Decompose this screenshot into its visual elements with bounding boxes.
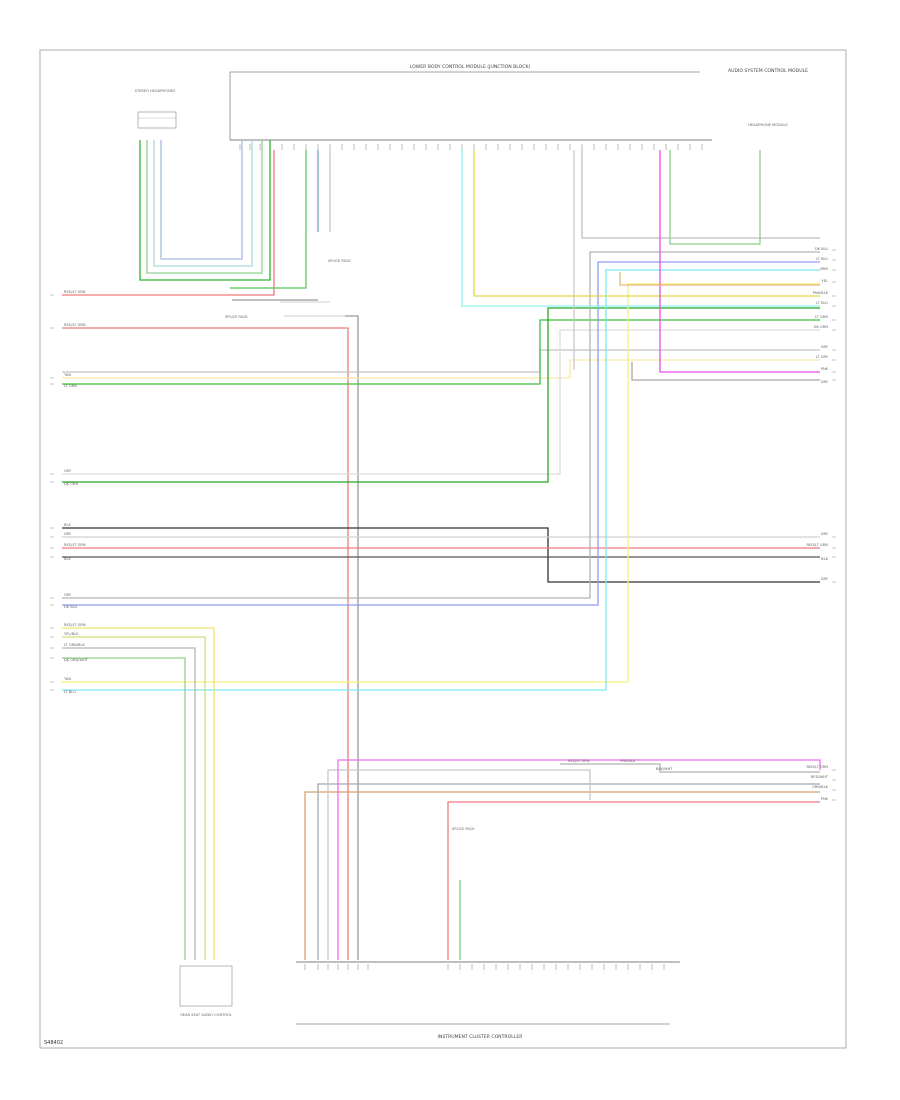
right-wire-label: RED/WHT: [811, 775, 829, 779]
vertical-trunk-wires: [62, 150, 359, 960]
diagram-frame: [39, 49, 847, 1049]
rear-seat-audio-label: REAR SEAT AUDIO CONTROL: [180, 1013, 231, 1017]
audio-module-label: AUDIO SYSTEM CONTROL MODULE: [728, 68, 808, 74]
right-wire-label: DK BLU: [815, 247, 829, 251]
left-wire-label: TAN: [63, 677, 71, 681]
bottom-wire-label: PNK/BLK: [620, 759, 636, 763]
left-wire-label: RED/LT GRN: [64, 323, 86, 327]
headphones-label: STEREO HEADPHONES: [135, 89, 176, 93]
bottom-wire-group: [304, 759, 821, 960]
left-wire-label: RED/LT GRN: [64, 543, 86, 547]
wire-green-splice: [230, 150, 307, 289]
right-wire-label: LT GRN: [815, 315, 828, 319]
left-wire-label: GRY: [64, 593, 72, 597]
headphone-wire-bundle: [139, 140, 271, 281]
right-wire-label: YEL: [822, 279, 828, 283]
right-wire-label: RED/LT GRN: [806, 765, 828, 769]
right-wire-label: PNK/BLK: [813, 291, 829, 295]
stereo-headphones: STEREO HEADPHONES: [135, 89, 177, 129]
left-wire-label: BLK: [64, 557, 71, 561]
bottom-wire-label: RED/LT GRN: [568, 759, 590, 763]
right-wire-labels: DK BLU LT BLU BRN YEL PNK/BLK LT BLU LT …: [806, 247, 828, 801]
right-wire-group: [461, 150, 820, 381]
splice-pack-mid-label: SPLICE PACK: [328, 259, 351, 263]
headphone-module-note: HEADPHONE MODULE: [748, 123, 788, 127]
bottom-module: INSTRUMENT CLUSTER CONTROLLER: [296, 961, 680, 1040]
right-wire-label: GRY: [821, 345, 829, 349]
left-wire-label: GRY: [64, 469, 72, 473]
diagram-code: S48402: [44, 1040, 63, 1046]
left-wire-label: YEL/BLK: [64, 632, 79, 636]
wire-red-top: [62, 150, 275, 296]
right-wire-label: GRY: [821, 577, 829, 581]
bottom-module-label: INSTRUMENT CLUSTER CONTROLLER: [438, 1034, 524, 1040]
right-wire-label: LT BLU: [816, 257, 828, 261]
left-wire-labels: RED/LT GRN RED/LT GRN TAN LT GRN GRY DK …: [63, 290, 89, 694]
right-wire-label: PNK: [821, 797, 829, 801]
right-wire-label: RED/LT GRN: [806, 543, 828, 547]
rear-seat-audio-control: REAR SEAT AUDIO CONTROL: [179, 965, 233, 1017]
right-wire-label: LT BLU: [816, 301, 828, 305]
left-wire-label: LT GRN: [64, 384, 77, 388]
left-wire-label: TAN: [63, 373, 71, 377]
left-connector-ticks: [50, 294, 54, 691]
right-wire-label: BLK: [821, 557, 828, 561]
left-wire-label: DK GRN/WHT: [64, 658, 89, 662]
top-module: LOWER BODY CONTROL MODULE (JUNCTION BLOC…: [229, 64, 712, 150]
bottom-wire-label: BLK/WHT: [656, 767, 673, 771]
left-wire-label: GRY: [64, 532, 72, 536]
bottom-wire-labels: RED/LT GRN PNK/BLK BLK/WHT: [568, 759, 673, 771]
left-wire-label: LT BLU: [64, 690, 76, 694]
left-wire-label: DK BLU: [64, 605, 78, 609]
right-connector-ticks: [832, 249, 836, 801]
left-wire-group: [62, 251, 820, 691]
right-wire-label: GRY: [821, 532, 829, 536]
left-wire-label: RED/LT GRN: [64, 623, 86, 627]
right-wire-label: BRN: [820, 267, 828, 271]
left-wire-label: RED/LT GRN: [64, 290, 86, 294]
splice-pack-top: SPLICE PACK: [225, 299, 345, 319]
rear-seat-wire-bundle: [62, 627, 215, 960]
left-wire-label: BLK: [64, 523, 71, 527]
top-module-label: LOWER BODY CONTROL MODULE (JUNCTION BLOC…: [410, 64, 531, 70]
right-wire-label: ORN/BLK: [812, 785, 829, 789]
right-wire-label: LT GRY: [816, 355, 829, 359]
splice-pack-bottom-label: SPLICE PACK: [452, 827, 475, 831]
right-wire-label: DK GRN: [814, 325, 829, 329]
right-wire-label: PNK: [821, 367, 829, 371]
splice-pack-top-label: SPLICE PACK: [225, 315, 248, 319]
left-wire-label: LT GRN/BLK: [64, 643, 85, 647]
top-module-pins: [239, 144, 703, 150]
left-wire-label: DK GRN: [64, 482, 79, 486]
right-wire-label: GRY: [821, 380, 829, 384]
